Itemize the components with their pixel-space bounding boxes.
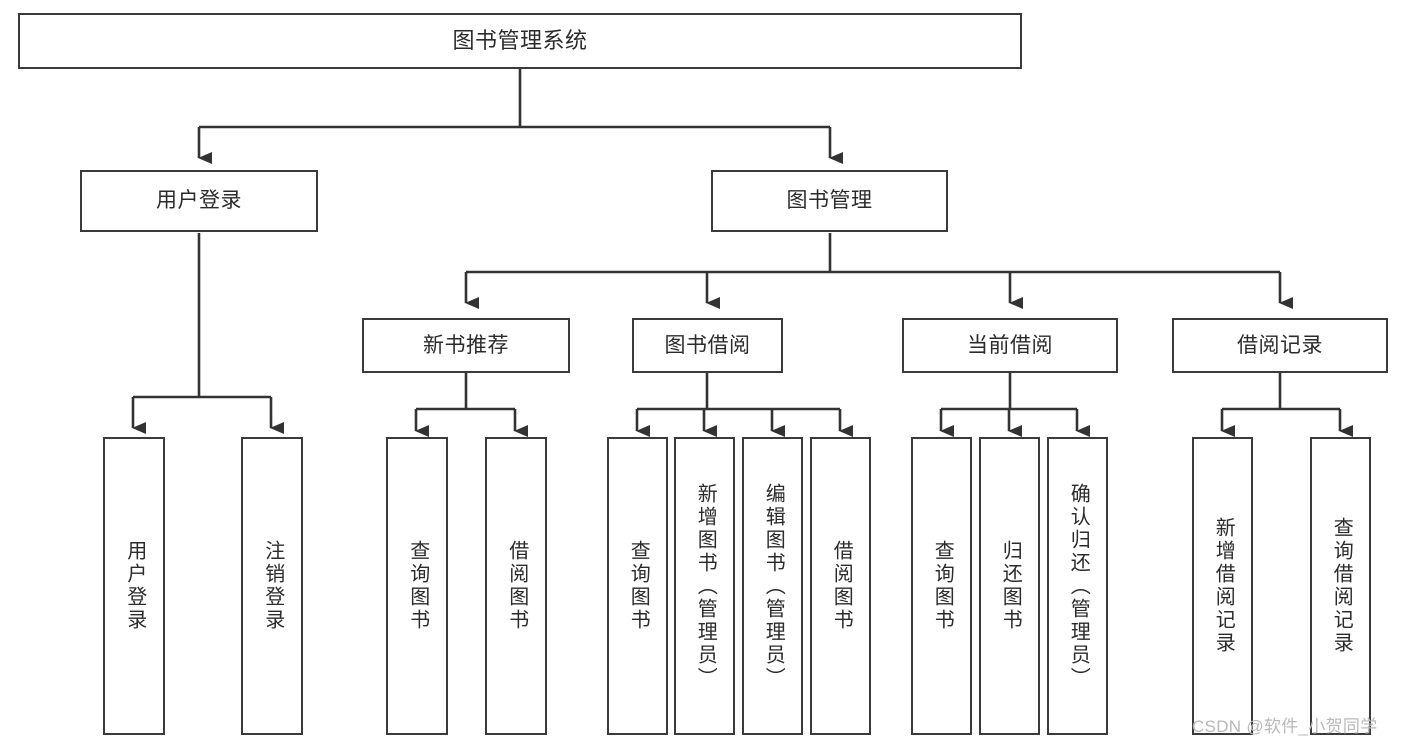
node-root-system-label: 图书管理系统 <box>452 27 588 53</box>
node-leaf-add-record-label: 新增借阅记录 <box>1212 517 1235 655</box>
node-leaf-query-book-2[interactable]: 查询图书 <box>607 437 668 735</box>
edges-userlogin-to-leaves <box>131 233 284 434</box>
node-leaf-query-book-3[interactable]: 查询图书 <box>911 437 972 735</box>
node-leaf-add-record[interactable]: 新增借阅记录 <box>1192 437 1253 735</box>
node-leaf-logout-login-label: 注销登录 <box>261 540 284 632</box>
node-leaf-logout-login[interactable]: 注销登录 <box>241 437 303 735</box>
node-leaf-query-book-1[interactable]: 查询图书 <box>386 437 448 735</box>
node-leaf-user-login[interactable]: 用户登录 <box>103 437 165 735</box>
node-leaf-add-book[interactable]: 新增图书（管理员） <box>674 437 735 735</box>
node-leaf-query-book-2-label: 查询图书 <box>627 540 650 632</box>
node-leaf-borrow-book-1-label: 借阅图书 <box>505 540 528 632</box>
csdn-watermark: CSDN @软件_小贺同学 <box>1192 717 1378 736</box>
node-current-borrow[interactable]: 当前借阅 <box>902 318 1118 373</box>
node-new-book-recommend[interactable]: 新书推荐 <box>362 318 570 373</box>
node-leaf-user-login-label: 用户登录 <box>123 540 146 632</box>
node-user-login-label: 用户登录 <box>156 189 242 213</box>
node-leaf-return-book[interactable]: 归还图书 <box>979 437 1040 735</box>
edges-root-to-level2 <box>197 69 843 164</box>
edges-newbook-to-leaves <box>414 373 528 437</box>
node-leaf-edit-book[interactable]: 编辑图书（管理员） <box>742 437 803 735</box>
node-borrow-record[interactable]: 借阅记录 <box>1172 318 1388 373</box>
node-root-system[interactable]: 图书管理系统 <box>18 13 1022 69</box>
edges-borrowrecord-to-leaves <box>1220 373 1353 437</box>
node-leaf-query-book-3-label: 查询图书 <box>931 540 954 632</box>
edges-bookmgmt-to-level3 <box>464 233 1293 309</box>
node-current-borrow-label: 当前借阅 <box>967 333 1053 357</box>
node-book-borrow[interactable]: 图书借阅 <box>632 318 783 373</box>
node-leaf-add-book-label: 新增图书（管理员） <box>694 482 717 690</box>
node-book-borrow-label: 图书借阅 <box>664 333 751 357</box>
node-leaf-edit-book-label: 编辑图书（管理员） <box>762 482 785 690</box>
node-leaf-borrow-book-2-label: 借阅图书 <box>830 540 853 632</box>
edges-bookborrow-to-leaves <box>635 373 853 437</box>
node-borrow-record-label: 借阅记录 <box>1237 333 1323 357</box>
node-leaf-confirm-return-label: 确认归还（管理员） <box>1067 482 1090 690</box>
node-leaf-return-book-label: 归还图书 <box>999 540 1022 632</box>
node-leaf-query-record-label: 查询借阅记录 <box>1330 517 1353 655</box>
node-user-login[interactable]: 用户登录 <box>80 170 318 232</box>
node-leaf-query-record[interactable]: 查询借阅记录 <box>1310 437 1371 735</box>
node-book-management[interactable]: 图书管理 <box>711 170 948 232</box>
node-leaf-query-book-1-label: 查询图书 <box>406 540 429 632</box>
node-leaf-confirm-return[interactable]: 确认归还（管理员） <box>1047 437 1108 735</box>
node-book-management-label: 图书管理 <box>786 189 873 213</box>
edges-currentborrow-to-leaves <box>939 373 1090 437</box>
node-leaf-borrow-book-2[interactable]: 借阅图书 <box>810 437 871 735</box>
node-new-book-recommend-label: 新书推荐 <box>423 333 509 357</box>
node-leaf-borrow-book-1[interactable]: 借阅图书 <box>485 437 547 735</box>
